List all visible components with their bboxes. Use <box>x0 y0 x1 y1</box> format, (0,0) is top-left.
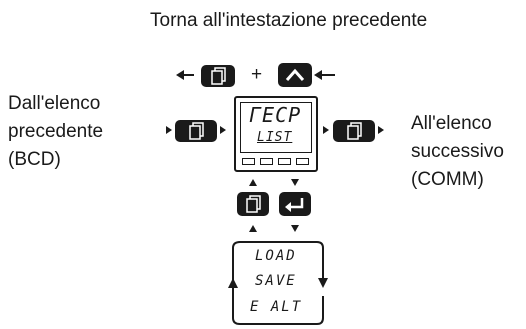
triangle-right-icon <box>378 126 384 134</box>
option-save: SAVE <box>255 273 297 289</box>
page-key-icon <box>211 67 226 85</box>
option-exit: E ALT <box>250 299 303 315</box>
triangle-down-icon <box>291 179 299 186</box>
option-load: LOAD <box>255 248 297 264</box>
page-key-button-right[interactable] <box>333 120 375 142</box>
triangle-up-icon <box>249 179 257 186</box>
up-arrow-icon <box>285 68 305 81</box>
loop-arrow-down-icon <box>318 278 328 288</box>
plus-sign: + <box>251 64 263 85</box>
controller-display: ΓECP LIST <box>234 96 318 172</box>
right-label-line-2: successivo <box>411 141 504 162</box>
front-panel-button[interactable] <box>260 158 273 165</box>
triangle-right-icon <box>323 126 329 134</box>
right-label-line-3: (COMM) <box>411 169 484 190</box>
front-panel-button[interactable] <box>242 158 255 165</box>
page-key-button-bottom[interactable] <box>237 192 269 216</box>
page-key-button-left[interactable] <box>175 120 217 142</box>
triangle-right-icon <box>220 126 226 134</box>
arrow-left-icon <box>314 70 335 80</box>
left-label: Dall'elenco precedente (BCD) <box>8 92 103 171</box>
triangle-up-icon <box>249 225 257 232</box>
left-label-line-3: (BCD) <box>8 149 61 170</box>
display-line-2: LIST <box>257 130 293 145</box>
display-screen: ΓECP LIST <box>240 102 312 153</box>
left-label-line-2: precedente <box>8 121 104 142</box>
right-label-line-1: All'elenco <box>411 113 492 134</box>
left-label-line-1: Dall'elenco <box>8 93 101 114</box>
front-panel-button[interactable] <box>278 158 291 165</box>
loop-arrow-up-icon <box>228 278 238 288</box>
page-key-icon <box>189 122 204 140</box>
triangle-right-icon <box>166 126 172 134</box>
display-buttons <box>242 158 312 166</box>
display-line-1: ΓECP <box>249 103 302 127</box>
title-text: Torna all'intestazione precedente <box>150 10 428 31</box>
page-key-icon <box>347 122 362 140</box>
front-panel-button[interactable] <box>296 158 309 165</box>
arrow-left-icon <box>176 70 194 80</box>
page-key-button[interactable] <box>201 65 235 87</box>
up-key-button[interactable] <box>278 63 312 87</box>
right-label: All'elenco successivo (COMM) <box>411 112 504 191</box>
page-key-icon <box>246 195 261 213</box>
options-loop <box>232 241 324 325</box>
triangle-down-icon <box>291 225 299 232</box>
enter-key-icon <box>285 198 304 212</box>
enter-key-button[interactable] <box>279 192 311 216</box>
